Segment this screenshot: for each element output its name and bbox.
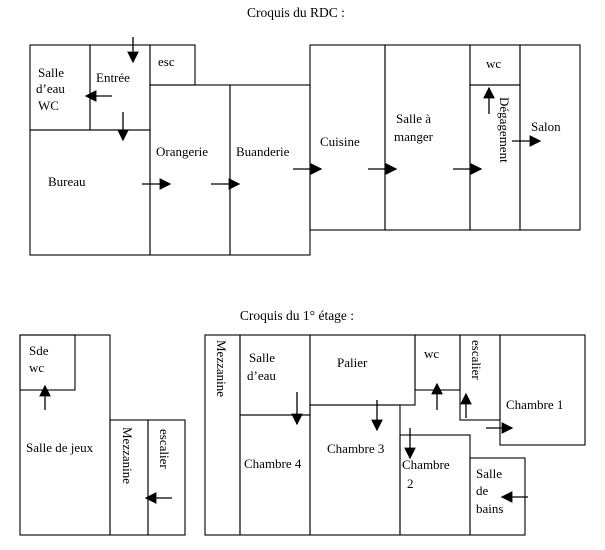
label-cuisine: Cuisine — [320, 134, 360, 149]
label-salle-eau-etage-line1: Salle — [249, 350, 275, 365]
label-buanderie: Buanderie — [236, 144, 290, 159]
label-entree: Entrée — [96, 70, 130, 85]
room-buanderie — [229, 84, 311, 256]
label-wc-rdc: wc — [486, 56, 501, 71]
label-chambre-2-line1: Chambre — [402, 457, 450, 472]
label-chambre-1: Chambre 1 — [506, 397, 563, 412]
label-salle-eau-line1: Salle — [38, 65, 64, 80]
label-escalier-left: escalier — [157, 429, 172, 469]
label-salle-eau-etage-line2: d’eau — [247, 368, 276, 383]
room-palier — [309, 334, 416, 406]
label-salle-eau-line3: WC — [38, 98, 59, 113]
label-mezzanine-left: Mezzanine — [120, 427, 135, 484]
label-salle-de-jeux: Salle de jeux — [26, 440, 94, 455]
room-chambre-1 — [499, 334, 586, 446]
label-chambre-4: Chambre 4 — [244, 456, 302, 471]
room-chambre-4 — [239, 414, 311, 536]
label-salle-a-manger-line2: manger — [394, 129, 434, 144]
label-salle-de-bains-line3: bains — [476, 501, 503, 516]
label-salle-de-bains-line1: Salle — [476, 466, 502, 481]
etage-plan: Sde wc Salle de jeux Mezzanine escalier … — [19, 334, 586, 536]
label-bureau: Bureau — [48, 174, 86, 189]
label-orangerie: Orangerie — [156, 144, 208, 159]
label-degagement: Dégagement — [497, 97, 512, 163]
label-palier: Palier — [337, 355, 368, 370]
label-sde-wc-line1: Sde — [29, 343, 49, 358]
label-esc: esc — [158, 54, 175, 69]
room-salon — [519, 44, 581, 231]
room-entree — [89, 44, 151, 131]
etage-title: Croquis du 1° étage : — [240, 308, 354, 323]
label-salle-de-bains-line2: de — [476, 483, 489, 498]
label-sde-wc-line2: wc — [29, 360, 44, 375]
label-chambre-3: Chambre 3 — [327, 441, 384, 456]
label-salle-a-manger-line1: Salle à — [396, 111, 431, 126]
label-chambre-2-line2: 2 — [407, 476, 414, 491]
label-wc-etage: wc — [424, 346, 439, 361]
rdc-plan: Salle d’eau WC Entrée esc Bureau Oranger… — [29, 37, 581, 256]
room-orangerie — [149, 84, 231, 256]
room-wc-etage — [414, 334, 461, 391]
label-salle-eau-line2: d’eau — [36, 81, 65, 96]
rdc-title: Croquis du RDC : — [247, 5, 345, 20]
label-mezzanine-right: Mezzanine — [214, 340, 229, 397]
label-salon: Salon — [531, 119, 561, 134]
room-bureau — [29, 129, 151, 256]
room-chambre-3 — [309, 404, 401, 536]
label-escalier-right: escalier — [469, 340, 484, 380]
room-escalier-left — [147, 419, 186, 536]
